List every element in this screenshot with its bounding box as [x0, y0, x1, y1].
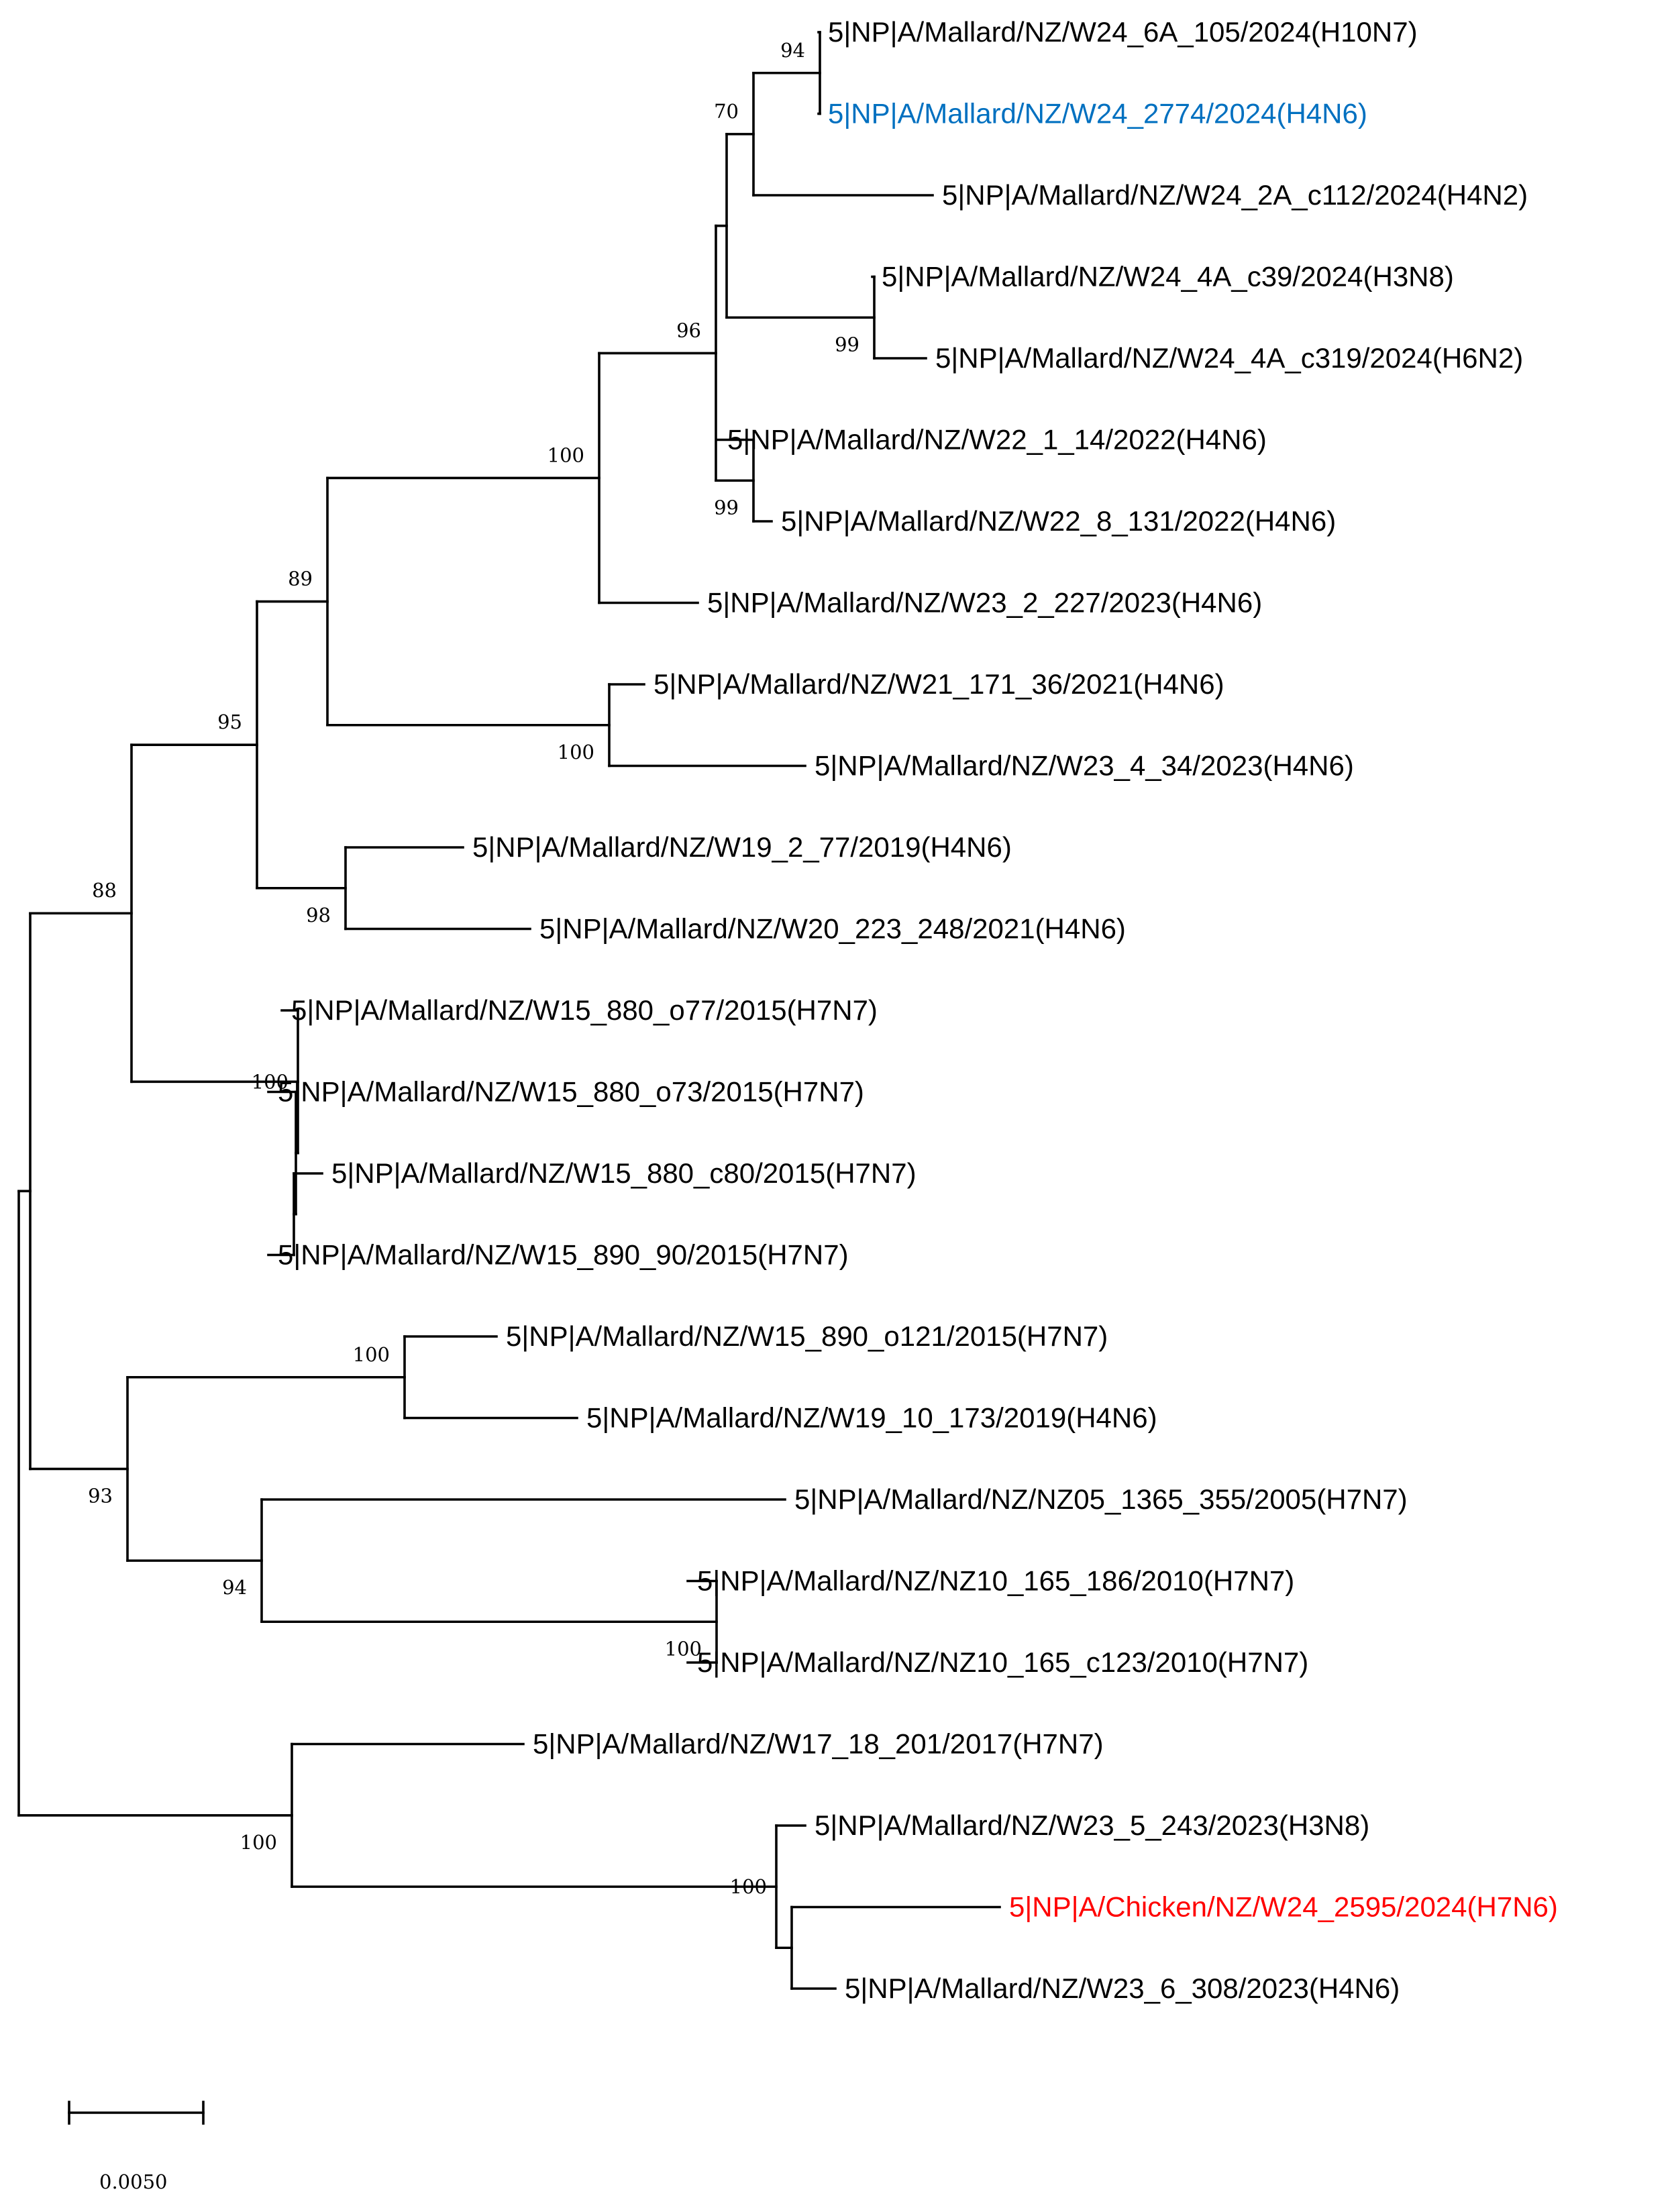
support-value: 100: [665, 1637, 702, 1660]
leaf-label-L23: 5|NP|A/Mallard/NZ/W23_5_243/2023(H3N8): [815, 1809, 1369, 1841]
leaf-label-L18: 5|NP|A/Mallard/NZ/W19_10_173/2019(H4N6): [586, 1402, 1157, 1434]
leaf-label-L6: 5|NP|A/Mallard/NZ/W22_1_14/2022(H4N6): [727, 424, 1267, 456]
support-value: 98: [306, 904, 331, 927]
support-value: 100: [240, 1831, 277, 1854]
scale-bar: 0.0050: [68, 2101, 205, 2193]
support-value: 100: [353, 1343, 390, 1366]
support-value: 100: [558, 741, 594, 763]
leaf-label-L3: 5|NP|A/Mallard/NZ/W24_2A_c112/2024(H4N2): [942, 179, 1528, 211]
leaf-label-L15: 5|NP|A/Mallard/NZ/W15_880_c80/2015(H7N7): [331, 1157, 917, 1189]
leaf-label-L2: 5|NP|A/Mallard/NZ/W24_2774/2024(H4N6): [828, 98, 1367, 129]
support-value: 93: [88, 1484, 113, 1507]
leaf-label-L24: 5|NP|A/Chicken/NZ/W24_2595/2024(H7N6): [1009, 1891, 1558, 1923]
support-value: 99: [835, 333, 859, 356]
support-value: 100: [730, 1875, 767, 1898]
leaf-label-L21: 5|NP|A/Mallard/NZ/NZ10_165_c123/2010(H7N…: [697, 1646, 1308, 1678]
support-value: 95: [217, 710, 242, 733]
support-value: 99: [714, 496, 739, 519]
support-value: 100: [252, 1070, 289, 1093]
leaf-label-L9: 5|NP|A/Mallard/NZ/W21_171_36/2021(H4N6): [654, 668, 1224, 700]
leaf-labels: 5|NP|A/Mallard/NZ/W24_6A_105/2024(H10N7)…: [278, 16, 1558, 2004]
scale-bar-label: 0.0050: [99, 2170, 167, 2193]
bootstrap-support-values: 94 70 99 99 96 100 100 89 98 95 100 88 100 100 94 93 100…: [88, 39, 859, 1898]
tree-branches: [17, 31, 1001, 1990]
support-value: 89: [288, 568, 313, 590]
leaf-label-L4: 5|NP|A/Mallard/NZ/W24_4A_c39/2024(H3N8): [882, 261, 1454, 293]
leaf-label-L8: 5|NP|A/Mallard/NZ/W23_2_227/2023(H4N6): [707, 587, 1262, 619]
leaf-label-L14: 5|NP|A/Mallard/NZ/W15_880_o73/2015(H7N7): [278, 1076, 864, 1108]
support-value: 100: [547, 443, 584, 466]
leaf-label-L13: 5|NP|A/Mallard/NZ/W15_880_o77/2015(H7N7): [291, 994, 878, 1026]
leaf-label-L1: 5|NP|A/Mallard/NZ/W24_6A_105/2024(H10N7): [828, 16, 1418, 48]
support-value: 88: [92, 879, 117, 902]
support-value: 70: [714, 100, 739, 123]
leaf-label-L25: 5|NP|A/Mallard/NZ/W23_6_308/2023(H4N6): [845, 1972, 1400, 2004]
support-value: 94: [222, 1576, 247, 1599]
leaf-label-L22: 5|NP|A/Mallard/NZ/W17_18_201/2017(H7N7): [533, 1728, 1104, 1760]
leaf-label-L7: 5|NP|A/Mallard/NZ/W22_8_131/2022(H4N6): [781, 505, 1336, 537]
leaf-label-L19: 5|NP|A/Mallard/NZ/NZ05_1365_355/2005(H7N…: [794, 1483, 1408, 1515]
leaf-label-L11: 5|NP|A/Mallard/NZ/W19_2_77/2019(H4N6): [472, 831, 1012, 863]
leaf-label-L16: 5|NP|A/Mallard/NZ/W15_890_90/2015(H7N7): [278, 1239, 849, 1271]
leaf-label-L10: 5|NP|A/Mallard/NZ/W23_4_34/2023(H4N6): [815, 750, 1354, 782]
leaf-label-L12: 5|NP|A/Mallard/NZ/W20_223_248/2021(H4N6): [539, 913, 1126, 945]
leaf-label-L5: 5|NP|A/Mallard/NZ/W24_4A_c319/2024(H6N2): [935, 342, 1523, 374]
leaf-label-L17: 5|NP|A/Mallard/NZ/W15_890_o121/2015(H7N7…: [506, 1320, 1108, 1352]
support-value: 96: [676, 319, 701, 341]
support-value: 94: [780, 39, 805, 62]
leaf-label-L20: 5|NP|A/Mallard/NZ/NZ10_165_186/2010(H7N7…: [697, 1565, 1294, 1597]
